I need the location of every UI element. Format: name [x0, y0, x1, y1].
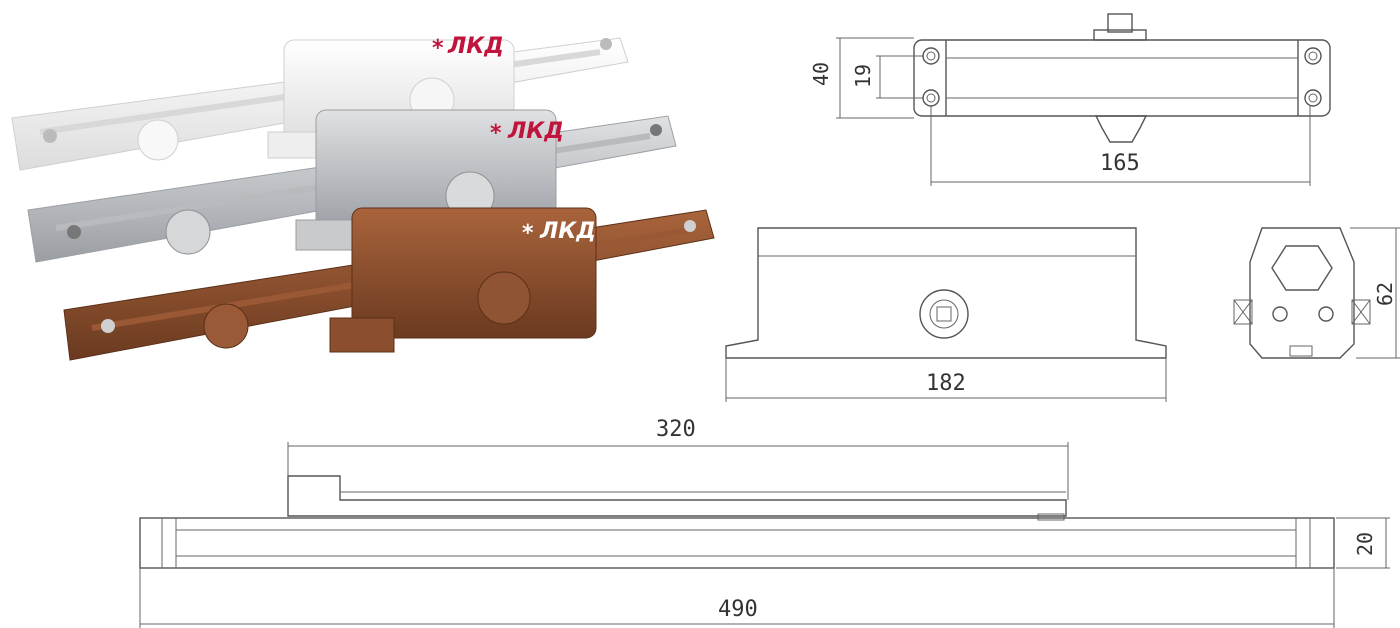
- logo-mark-silver: *: [490, 121, 502, 146]
- side-view-drawing: 182: [725, 227, 1167, 402]
- logo-white: ЛКД: [447, 34, 504, 59]
- logo-silver: ЛКД: [507, 119, 564, 144]
- logo-brown: ЛКД: [539, 219, 596, 244]
- end-view-drawing: 62: [1233, 227, 1400, 359]
- dim-top-length: 165: [1100, 151, 1140, 176]
- dim-top-height: 40: [809, 62, 833, 86]
- dim-end-height: 62: [1373, 282, 1397, 306]
- closer-brown: ЛКД *: [63, 207, 715, 361]
- logo-mark-white: *: [432, 36, 444, 61]
- dim-side-length: 182: [926, 371, 966, 396]
- dim-top-mount: 19: [851, 64, 875, 88]
- dim-arm-length: 320: [656, 417, 696, 442]
- logo-mark-brown: *: [522, 221, 534, 246]
- closer-silver: ЛКД *: [27, 109, 677, 263]
- dim-rail-height: 20: [1353, 532, 1377, 556]
- top-view-drawing: 40 19 165: [809, 13, 1331, 186]
- arm-rail-drawing: 320 490 20: [139, 417, 1390, 628]
- dim-rail-length: 490: [718, 597, 758, 622]
